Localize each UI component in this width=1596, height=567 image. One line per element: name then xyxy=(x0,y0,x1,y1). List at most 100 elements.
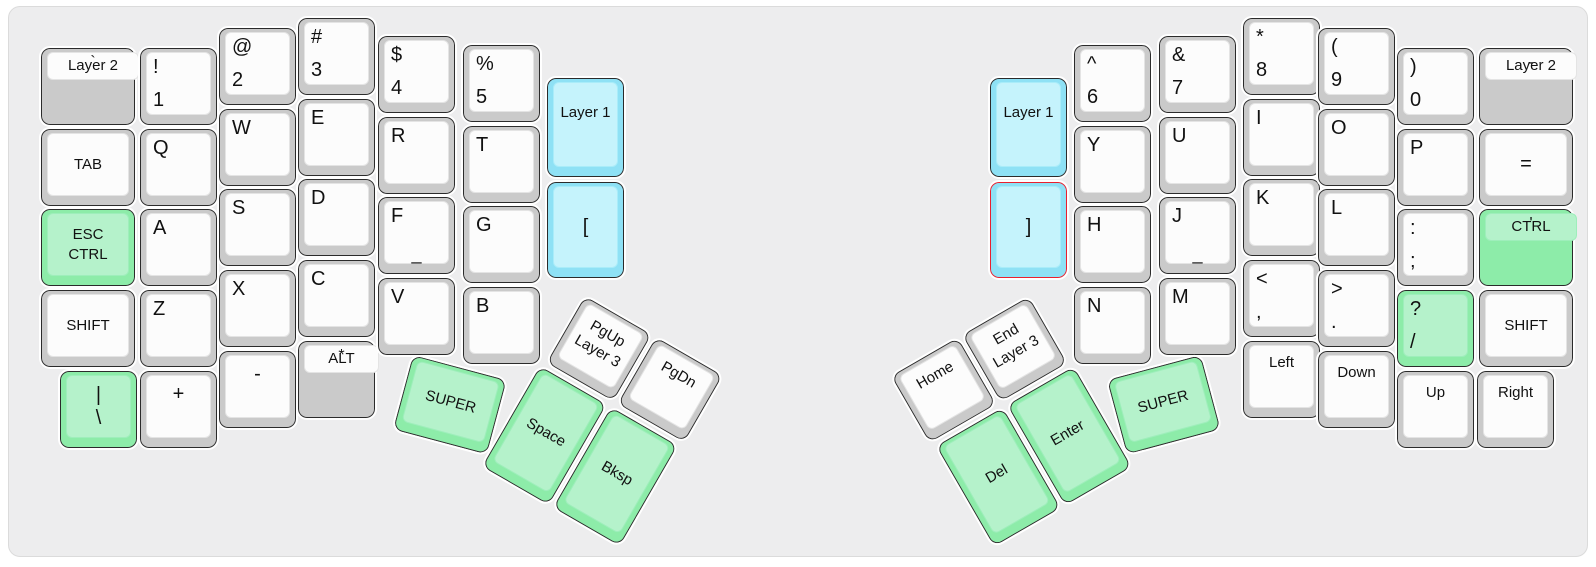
key-legend: + xyxy=(172,383,185,405)
key-legend: 9 xyxy=(1331,68,1343,91)
keycap-face: <, xyxy=(1249,264,1314,327)
keycap-face: SHIFT xyxy=(47,294,129,357)
keycap-face: %5 xyxy=(469,49,534,112)
keycap-face: (9 xyxy=(1324,32,1389,95)
key-b[interactable]: B xyxy=(461,285,542,366)
key-lbracket[interactable]: [ xyxy=(545,180,626,280)
key-a[interactable]: A xyxy=(138,207,219,288)
key-layer2-left[interactable]: `Layer 2 xyxy=(39,46,139,127)
key-v[interactable]: V xyxy=(376,276,457,357)
key-o[interactable]: O xyxy=(1316,107,1397,188)
key-legend: ; xyxy=(1410,249,1416,272)
key-legend: Y xyxy=(1087,134,1101,156)
key-at-2[interactable]: @2 xyxy=(217,26,298,107)
key-super-left[interactable]: SUPER xyxy=(390,352,510,458)
key-star-8[interactable]: *8 xyxy=(1241,16,1322,97)
key-hash-3[interactable]: #3 xyxy=(296,16,377,97)
keycap-face: PgDn xyxy=(627,343,716,431)
key-percent-5[interactable]: %5 xyxy=(461,43,542,124)
key-legend: ALT xyxy=(328,350,355,367)
key-r[interactable]: R xyxy=(376,115,457,196)
keycap-face: T xyxy=(469,130,534,193)
key-layer2-right[interactable]: -Layer 2 xyxy=(1477,46,1577,127)
key-legend: 6 xyxy=(1087,85,1099,108)
key-legend: Layer 2 xyxy=(67,57,119,74)
key-legend: 5 xyxy=(476,85,488,108)
key-w[interactable]: W xyxy=(217,107,298,188)
key-u[interactable]: U xyxy=(1157,115,1238,196)
key-y[interactable]: Y xyxy=(1072,124,1153,205)
key-shift-left[interactable]: SHIFT xyxy=(39,288,137,369)
key-right-arrow[interactable]: Right xyxy=(1475,369,1556,450)
key-greater-period[interactable]: >. xyxy=(1316,268,1397,349)
key-p[interactable]: P xyxy=(1395,127,1476,208)
key-t[interactable]: T xyxy=(461,124,542,205)
key-pipe-backslash[interactable]: |\ xyxy=(58,369,139,450)
key-quote-ctrl[interactable]: 'CTRL xyxy=(1477,207,1577,288)
key-question-slash[interactable]: ?/ xyxy=(1395,288,1476,369)
key-x[interactable]: X xyxy=(217,268,298,349)
key-n[interactable]: N xyxy=(1072,285,1153,366)
key-rbracket[interactable]: ] xyxy=(988,180,1069,280)
key-m[interactable]: M xyxy=(1157,276,1238,357)
keycap-face: ] xyxy=(996,186,1061,268)
key-tab[interactable]: TAB xyxy=(39,127,137,208)
key-up-arrow[interactable]: Up xyxy=(1395,369,1476,450)
key-paren-9[interactable]: (9 xyxy=(1316,26,1397,107)
keycap-face: Layer 1 xyxy=(996,82,1061,167)
key-e[interactable]: E xyxy=(296,97,377,178)
key-g[interactable]: G xyxy=(461,204,542,285)
key-k[interactable]: K xyxy=(1241,177,1322,258)
key-down-arrow[interactable]: Down xyxy=(1316,349,1397,430)
key-h[interactable]: H xyxy=(1072,204,1153,285)
key-exclam-1[interactable]: !1 xyxy=(138,46,219,127)
key-f[interactable]: F_ xyxy=(376,195,457,276)
keycap-face: :; xyxy=(1403,213,1468,276)
key-c[interactable]: C xyxy=(296,258,377,339)
key-shift-right[interactable]: SHIFT xyxy=(1477,288,1575,369)
key-left-arrow[interactable]: Left xyxy=(1241,339,1322,420)
keycap-face: M xyxy=(1165,282,1230,345)
key-dollar-4[interactable]: $4 xyxy=(376,34,457,115)
key-j[interactable]: J_ xyxy=(1157,195,1238,276)
key-colon-semicolon[interactable]: :; xyxy=(1395,207,1476,288)
keycap-face: L xyxy=(1324,193,1389,256)
key-q[interactable]: Q xyxy=(138,127,219,208)
key-super-right[interactable]: SUPER xyxy=(1104,352,1223,457)
key-legend: D xyxy=(311,187,326,209)
key-legend: \ xyxy=(95,406,102,429)
keycap-face: SUPER xyxy=(401,360,500,444)
key-minus-left[interactable]: - xyxy=(217,349,298,430)
key-top-legend: - xyxy=(1528,54,1534,71)
key-legend: SUPER xyxy=(423,386,478,417)
key-legend: W xyxy=(232,117,251,139)
key-i[interactable]: I xyxy=(1241,97,1322,178)
key-s[interactable]: S xyxy=(217,187,298,268)
key-legend: & xyxy=(1172,44,1186,66)
key-legend: < xyxy=(1256,268,1268,290)
key-legend: 4 xyxy=(391,76,403,99)
key-less-comma[interactable]: <, xyxy=(1241,258,1322,339)
key-legend: SHIFT xyxy=(66,316,110,334)
keycap-face: I xyxy=(1249,103,1314,166)
key-d[interactable]: D xyxy=(296,177,377,258)
key-paren-0[interactable]: )0 xyxy=(1395,46,1476,127)
key-layer1-left[interactable]: Layer 1 xyxy=(545,76,626,179)
key-top-legend: ' xyxy=(1529,215,1533,232)
keycap-face: $4 xyxy=(384,40,449,103)
key-amp-7[interactable]: &7 xyxy=(1157,34,1238,115)
key-z[interactable]: Z xyxy=(138,288,219,369)
key-legend: Z xyxy=(153,298,166,320)
key-equals[interactable]: = xyxy=(1477,127,1575,208)
key-caret-6[interactable]: ^6 xyxy=(1072,43,1153,124)
key-plus[interactable]: + xyxy=(138,369,219,450)
key-legend: ! xyxy=(153,56,159,78)
keycap-face: Up xyxy=(1403,375,1468,438)
key-layer1-right[interactable]: Layer 1 xyxy=(988,76,1069,179)
key-l[interactable]: L xyxy=(1316,187,1397,268)
keycap-face: TAB xyxy=(47,133,129,196)
homing-bar: _ xyxy=(411,244,422,264)
key-legend: PgDn xyxy=(658,358,700,392)
key-star-alt[interactable]: *ALT xyxy=(296,339,379,420)
